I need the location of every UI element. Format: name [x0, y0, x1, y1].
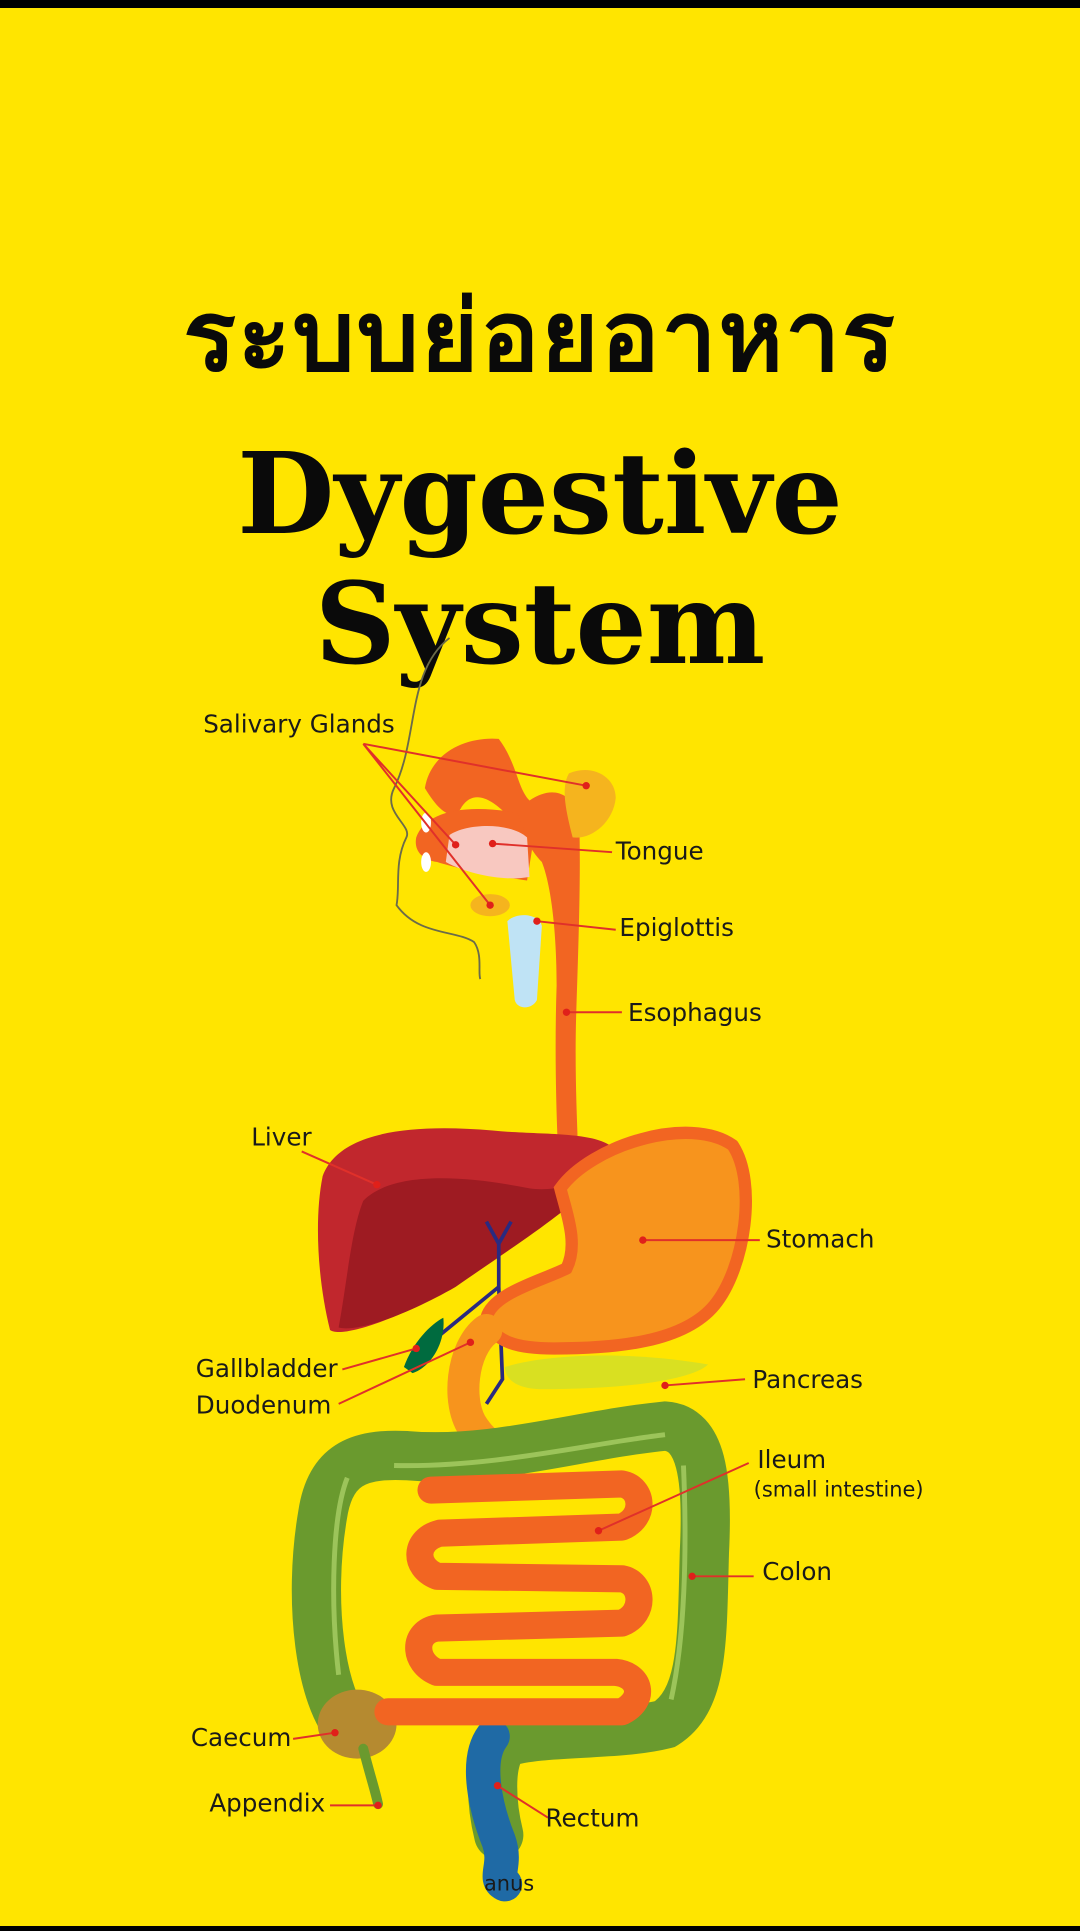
dot-colon — [688, 1572, 696, 1581]
leader-rectum — [496, 1784, 549, 1819]
label-rectum: Rectum — [546, 1803, 640, 1832]
leader-tongue — [492, 842, 613, 854]
top-bar — [0, 0, 1080, 8]
leader-liver — [301, 1150, 378, 1186]
dot-liver — [373, 1181, 381, 1189]
dot-caecum — [331, 1729, 339, 1737]
dot-salivary-2 — [451, 841, 460, 849]
leader-duodenum — [338, 1341, 471, 1405]
label-caecum: Caecum — [191, 1723, 292, 1752]
label-liver: Liver — [251, 1122, 312, 1151]
tongue-shape — [445, 826, 530, 879]
liver-shadow — [338, 1178, 592, 1329]
pancreas-shape — [504, 1355, 709, 1390]
colon-highlight — [331, 1432, 688, 1700]
parotid-gland — [564, 769, 616, 838]
label-pancreas: Pancreas — [752, 1365, 863, 1394]
leader-salivary — [362, 742, 587, 906]
label-stomach: Stomach — [766, 1225, 875, 1254]
leader-caecum — [292, 1731, 336, 1740]
leader-pancreas — [664, 1378, 746, 1387]
dot-gallbladder — [412, 1344, 420, 1353]
title-thai: ระบบย่อยอาหาร — [183, 280, 897, 394]
dot-duodenum — [466, 1338, 475, 1347]
dot-ileum — [594, 1527, 603, 1535]
tooth-lower — [421, 852, 432, 872]
label-salivary-glands: Salivary Glands — [203, 710, 395, 739]
label-colon: Colon — [762, 1557, 832, 1586]
label-ileum: Ileum — [757, 1445, 826, 1474]
label-esophagus: Esophagus — [628, 998, 762, 1027]
trachea-shape — [507, 915, 542, 1008]
head-outline — [390, 637, 482, 980]
label-anus: anus — [484, 1871, 534, 1895]
label-gallbladder: Gallbladder — [196, 1354, 339, 1383]
leader-gallbladder — [342, 1347, 417, 1371]
label-ileum-note: (small intestine) — [754, 1477, 924, 1501]
dot-pancreas — [661, 1381, 669, 1390]
small-intestine-shape — [374, 1470, 653, 1726]
appendix-shape — [358, 1743, 383, 1810]
dot-salivary-3 — [486, 901, 494, 909]
leader-ileum — [598, 1462, 750, 1532]
title-english: Dygestive System — [237, 429, 843, 690]
label-tongue: Tongue — [615, 837, 704, 866]
dot-tongue — [488, 839, 497, 848]
gallbladder-shape — [403, 1317, 444, 1374]
label-epiglottis: Epiglottis — [619, 913, 733, 942]
leader-epiglottis — [536, 920, 616, 931]
dot-stomach — [639, 1236, 647, 1244]
bottom-bar — [0, 1926, 1080, 1931]
stomach-shape — [480, 1126, 752, 1355]
dot-appendix — [374, 1801, 382, 1810]
dot-rectum — [493, 1781, 502, 1790]
label-appendix: Appendix — [209, 1789, 325, 1818]
rectum-shape — [465, 1719, 523, 1902]
dot-epiglottis — [533, 917, 541, 925]
esophagus-shape — [424, 738, 580, 1195]
colon-shape — [291, 1401, 730, 1860]
label-duodenum: Duodenum — [196, 1391, 332, 1420]
dot-esophagus — [562, 1008, 571, 1016]
dot-salivary-1 — [582, 782, 590, 790]
